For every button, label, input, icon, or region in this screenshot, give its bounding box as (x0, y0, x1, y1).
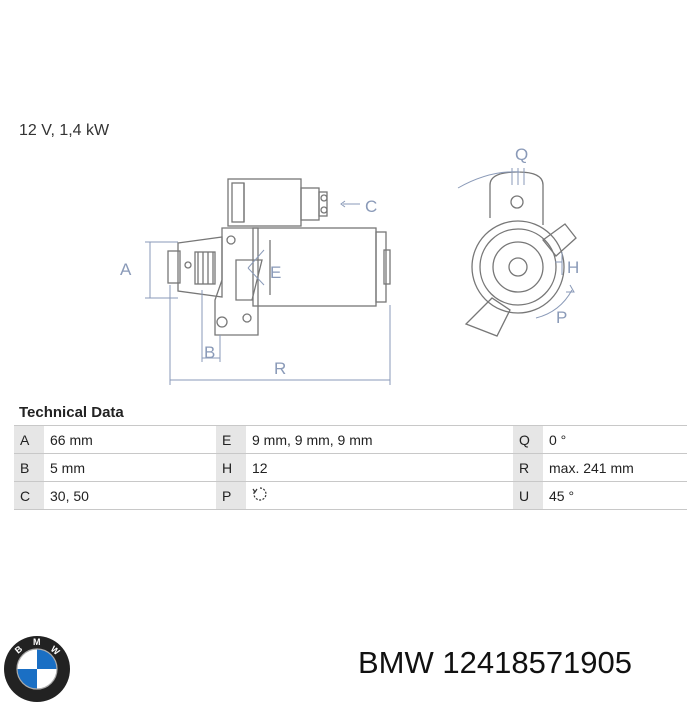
label-p: P (556, 308, 567, 327)
spec-title: 12 V, 1,4 kW (19, 122, 110, 139)
part-number-label: BMW 12418571905 (358, 645, 633, 680)
technical-data-heading: Technical Data (19, 404, 124, 421)
label-e: E (270, 263, 281, 282)
bmw-logo: B M W (4, 636, 70, 702)
table-key: P (216, 481, 246, 510)
table-value: max. 241 mm (543, 453, 687, 482)
dimension-lines (145, 200, 391, 385)
table-key: C (14, 481, 44, 510)
table-row: B 5 mm H 12 R max. 241 mm (14, 453, 687, 482)
technical-data-table: A 66 mm E 9 mm, 9 mm, 9 mm Q 0 ° B 5 mm … (14, 425, 687, 510)
label-q: Q (515, 145, 528, 164)
label-r: R (274, 359, 286, 378)
table-value: 45 ° (543, 481, 687, 510)
table-value: 66 mm (44, 425, 216, 454)
label-h: H (567, 258, 579, 277)
table-key: R (513, 453, 543, 482)
logo-letter: M (33, 637, 41, 647)
solenoid (227, 178, 328, 227)
table-value: 9 mm, 9 mm, 9 mm (246, 425, 513, 454)
label-b: B (204, 343, 215, 362)
table-key: E (216, 425, 246, 454)
motor-body (252, 227, 391, 307)
pinion-drive (167, 236, 223, 298)
table-key: Q (513, 425, 543, 454)
table-value: 30, 50 (44, 481, 216, 510)
table-key: H (216, 453, 246, 482)
table-key: B (14, 453, 44, 482)
table-key: U (513, 481, 543, 510)
table-value: 0 ° (543, 425, 687, 454)
table-row: C 30, 50 P U 45 ° (14, 481, 687, 510)
table-key: A (14, 425, 44, 454)
front-view-annotations (457, 168, 575, 319)
table-value (246, 481, 513, 510)
rotation-direction-icon (252, 487, 267, 501)
starter-technical-drawing: A B C E R Q H P (120, 145, 579, 385)
label-c: C (365, 197, 377, 216)
label-a: A (120, 260, 132, 279)
table-value: 12 (246, 453, 513, 482)
table-value: 5 mm (44, 453, 216, 482)
table-row: A 66 mm E 9 mm, 9 mm, 9 mm Q 0 ° (14, 425, 687, 454)
logo-letter: B (13, 643, 25, 655)
